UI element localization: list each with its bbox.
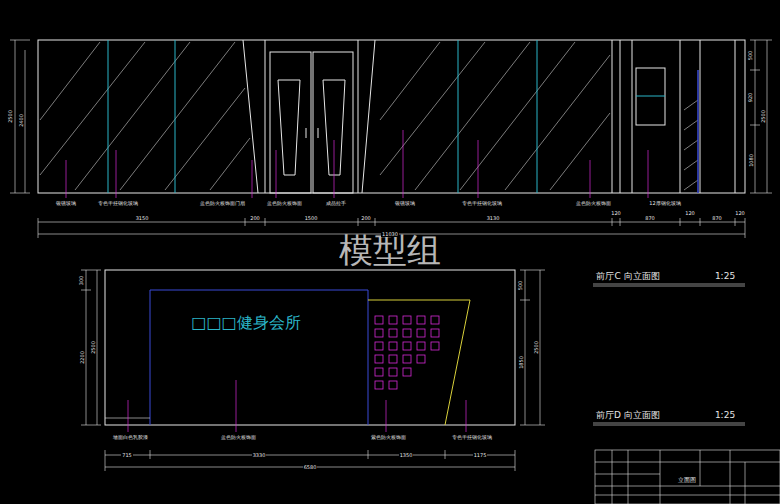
material-note: 蓝色防火板饰面 xyxy=(575,201,612,206)
square-panel xyxy=(403,342,411,350)
dimension: 2500 xyxy=(90,340,95,355)
square-panel xyxy=(431,342,439,350)
material-note: 蓝色防火板饰面门扇 xyxy=(199,201,246,206)
square-panel xyxy=(417,329,425,337)
material-note: 墙面白色乳胶漆 xyxy=(112,435,149,440)
dimension: 1850 xyxy=(518,355,523,370)
dimension: 500 xyxy=(518,279,523,291)
dimension: 3150 xyxy=(135,216,150,221)
square-panel xyxy=(403,355,411,363)
material-note: 专色干挂钢化玻璃 xyxy=(451,435,493,440)
square-panel xyxy=(389,316,397,324)
square-panel xyxy=(417,342,425,350)
square-panel xyxy=(389,329,397,337)
square-panel xyxy=(431,329,439,337)
dimension: 2500 xyxy=(7,109,12,124)
square-panel xyxy=(389,355,397,363)
material-note: 12厚钢化玻璃 xyxy=(648,201,681,206)
scale: 1:25 xyxy=(714,272,736,281)
dimension-total: 11030 xyxy=(381,232,399,237)
dimension: 2400 xyxy=(18,113,23,128)
view-title: 前厅C 向立面图 xyxy=(595,272,660,281)
square-panel xyxy=(389,368,397,376)
dimension: 3330 xyxy=(252,453,267,458)
dimension: 1080 xyxy=(748,153,753,168)
dimension: 200 xyxy=(360,216,372,221)
scale: 1:25 xyxy=(714,411,736,420)
square-panel xyxy=(403,316,411,324)
dimension: 870 xyxy=(711,216,723,221)
square-panel xyxy=(431,316,439,324)
sign-text: □□□健身会所 xyxy=(190,315,301,331)
square-panel xyxy=(389,381,397,389)
material-note: 银镜玻璃 xyxy=(394,201,416,206)
material-note: 成品拉手 xyxy=(325,201,347,206)
square-panel xyxy=(375,316,383,324)
dimension: 1175 xyxy=(473,453,488,458)
dimension-total: 6580 xyxy=(303,465,318,470)
square-panel xyxy=(375,381,383,389)
square-panel xyxy=(403,368,411,376)
dimension: 715 xyxy=(121,453,133,458)
square-panel xyxy=(417,355,425,363)
dimension: 120 xyxy=(610,211,622,216)
dimension: 2500 xyxy=(760,109,765,124)
material-note: 专色干挂钢化玻璃 xyxy=(97,201,139,206)
dimension: 2500 xyxy=(533,340,538,355)
dimension: 200 xyxy=(249,216,261,221)
sheet-title: 立面图 xyxy=(677,477,697,483)
square-panel xyxy=(375,355,383,363)
material-note: 银镜玻璃 xyxy=(55,201,77,206)
dimension: 870 xyxy=(644,216,656,221)
square-panel xyxy=(375,368,383,376)
square-panel xyxy=(417,316,425,324)
square-panel xyxy=(389,342,397,350)
material-note: 专色干挂钢化玻璃 xyxy=(461,201,503,206)
watermark: 模型组 xyxy=(338,233,442,267)
dimension: 2200 xyxy=(79,350,84,365)
view-title: 前厅D 向立面图 xyxy=(595,411,661,420)
square-panel xyxy=(403,329,411,337)
material-note: 蓝色防火板饰面 xyxy=(266,201,303,206)
dimension: 120 xyxy=(734,211,746,216)
material-note: 紫色防火板饰面 xyxy=(370,435,407,440)
dimension: 3130 xyxy=(486,216,501,221)
dimension: 500 xyxy=(748,49,753,61)
dimension: 120 xyxy=(684,211,696,216)
dimension: 1500 xyxy=(304,216,319,221)
dimension: 300 xyxy=(79,274,84,286)
material-note: 蓝色防火板饰面 xyxy=(220,435,257,440)
square-panel xyxy=(375,342,383,350)
square-panel xyxy=(375,329,383,337)
dimension: 1350 xyxy=(399,453,414,458)
dimension: 920 xyxy=(748,91,753,103)
